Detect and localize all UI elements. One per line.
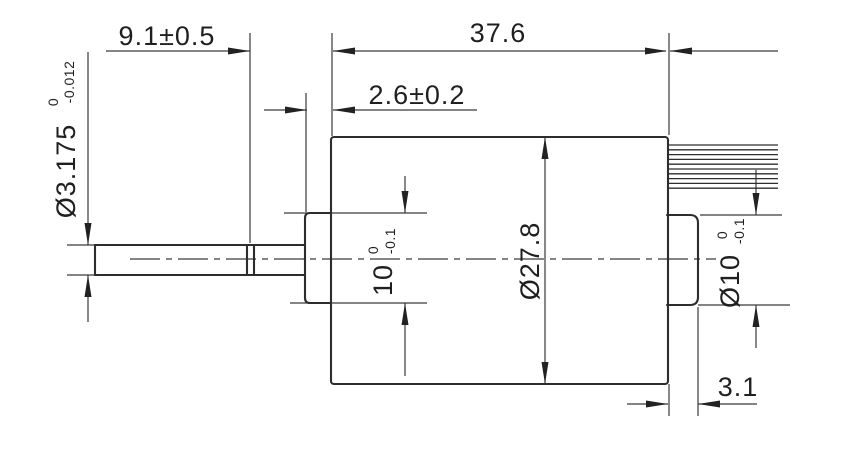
- dim-body-diameter-value: Ø27.8: [515, 222, 545, 301]
- motor-body: [329, 135, 670, 386]
- arrow-up-icon: [84, 275, 92, 297]
- arrow-down-icon: [752, 193, 760, 215]
- dim-shaft-diameter: Ø3.175 0 -0.012: [45, 61, 81, 219]
- dim-front-boss-diameter-lower-tol: -0.1: [382, 228, 398, 254]
- arrow-up-icon: [541, 137, 549, 159]
- dim-rear-boss-diameter-upper-tol: 0: [714, 231, 730, 239]
- rear-boss: [665, 213, 700, 307]
- dim-rear-boss-diameter-lower-tol: -0.1: [731, 218, 747, 244]
- rear-hatch-block: [669, 144, 778, 189]
- arrow-down-icon: [541, 362, 549, 384]
- arrow-right-icon: [646, 400, 668, 408]
- arrow-down-icon: [84, 223, 92, 245]
- front-boss: [303, 211, 333, 305]
- arrow-right-icon: [645, 47, 667, 55]
- dim-front-boss-diameter-value: 10: [368, 264, 398, 296]
- dim-body-length-label: 37.6: [470, 18, 527, 48]
- arrow-up-icon: [401, 303, 409, 325]
- dim-shaft-diameter-value: Ø3.175: [51, 124, 81, 219]
- dim-front-boss-protrusion-label: 2.6±0.2: [369, 80, 466, 110]
- dim-shaft-diameter-upper-tol: 0: [45, 98, 61, 106]
- dim-rear-boss-diameter-value: Ø10: [715, 254, 745, 308]
- arrow-left-icon: [333, 47, 355, 55]
- arrow-right-icon: [228, 47, 250, 55]
- dim-shaft-diameter-lower-tol: -0.012: [61, 61, 77, 104]
- arrow-down-icon: [401, 191, 409, 213]
- arrow-up-icon: [752, 305, 760, 327]
- dim-front-boss-diameter-upper-tol: 0: [365, 246, 381, 254]
- dim-rear-boss-length-label: 3.1: [718, 372, 759, 402]
- arrow-right-icon: [285, 106, 307, 114]
- dimension-arrowheads: [84, 47, 760, 408]
- arrow-left-icon: [333, 106, 355, 114]
- arrow-left-icon: [698, 400, 720, 408]
- arrow-left-icon: [670, 47, 692, 55]
- dim-rear-boss-diameter: Ø10 0 -0.1: [714, 218, 747, 308]
- dim-shaft-length-label: 9.1±0.5: [119, 21, 216, 51]
- dim-front-boss-diameter: 10 0 -0.1: [365, 228, 398, 296]
- motor-outline: [93, 135, 778, 386]
- dimension-labels: 9.1±0.5 37.6 2.6±0.2 3.1 Ø3.175 0 -0.012…: [45, 18, 759, 402]
